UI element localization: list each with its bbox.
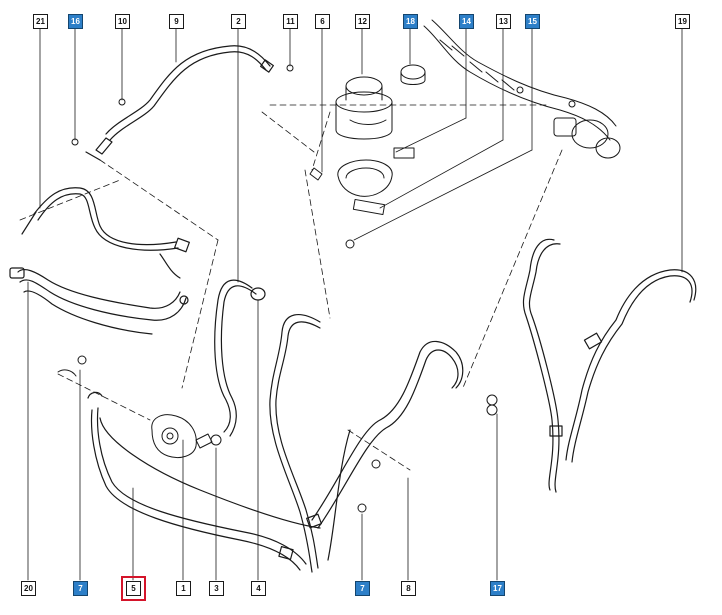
part-label-16[interactable]: 16 <box>68 14 83 29</box>
part-label-8[interactable]: 8 <box>401 581 416 596</box>
dashed-assembly-lines <box>19 104 563 471</box>
leader-lines <box>27 27 683 581</box>
part-label-21[interactable]: 21 <box>33 14 48 29</box>
part-label-15[interactable]: 15 <box>525 14 540 29</box>
part-label-7-right[interactable]: 7 <box>355 581 370 596</box>
part-label-19[interactable]: 19 <box>675 14 690 29</box>
power-steering-pump <box>151 414 222 459</box>
hose-5 <box>87 391 321 571</box>
part-label-2[interactable]: 2 <box>231 14 246 29</box>
reservoir <box>309 64 426 249</box>
steering-rack <box>423 19 621 159</box>
part-label-3[interactable]: 3 <box>209 581 224 596</box>
part-label-14[interactable]: 14 <box>459 14 474 29</box>
part-label-9[interactable]: 9 <box>169 14 184 29</box>
part-label-1[interactable]: 1 <box>176 581 191 596</box>
part-label-20[interactable]: 20 <box>21 581 36 596</box>
hose-20 <box>9 253 189 335</box>
part-label-6[interactable]: 6 <box>315 14 330 29</box>
hose-9 <box>85 45 274 161</box>
part-label-17[interactable]: 17 <box>490 581 505 596</box>
part-label-13[interactable]: 13 <box>496 14 511 29</box>
hose-2 <box>214 279 266 437</box>
hose-4 <box>269 314 464 573</box>
part-label-10[interactable]: 10 <box>115 14 130 29</box>
part-label-12[interactable]: 12 <box>355 14 370 29</box>
part-label-4[interactable]: 4 <box>251 581 266 596</box>
part-label-7-left[interactable]: 7 <box>73 581 88 596</box>
fasteners <box>57 64 498 513</box>
part-label-5-selected[interactable]: 5 <box>121 576 146 601</box>
part-label-18[interactable]: 18 <box>403 14 418 29</box>
hose-21 <box>21 187 190 253</box>
part-label-11[interactable]: 11 <box>283 14 298 29</box>
hose-19 <box>522 238 697 493</box>
